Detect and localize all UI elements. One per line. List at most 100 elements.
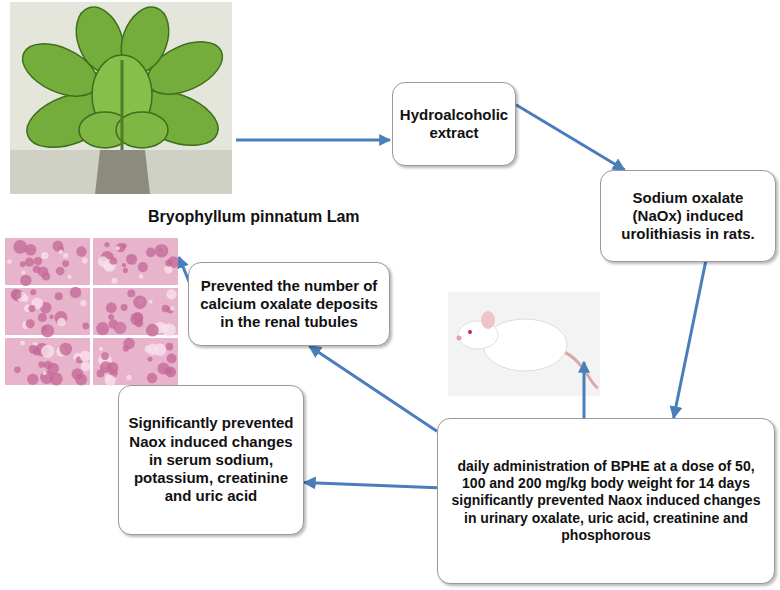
tissue-cell — [116, 246, 120, 250]
tissue-cell — [7, 259, 12, 264]
tissue-cell — [71, 368, 83, 380]
tissue-cell — [115, 322, 126, 333]
tissue-cell — [166, 343, 174, 351]
tissue-cell — [98, 256, 109, 267]
tissue-cell — [105, 375, 116, 386]
tissue-cell — [148, 357, 153, 362]
tissue-cell — [127, 289, 135, 297]
flow-arrow — [674, 262, 706, 418]
flow-arrow — [309, 346, 437, 431]
tissue-cell — [41, 252, 48, 259]
tissue-cell — [123, 338, 135, 350]
tissue-cell — [80, 350, 91, 361]
tissue-cell — [126, 254, 137, 265]
tissue-cell — [110, 257, 118, 265]
histology-panel — [5, 238, 90, 286]
tissue-cell — [149, 300, 153, 304]
tissue-cell — [122, 263, 126, 267]
tissue-cell — [22, 295, 28, 301]
tissue-cell — [104, 242, 109, 247]
flow-arrow — [516, 105, 625, 170]
rat-photo — [448, 292, 600, 396]
tissue-cell — [20, 261, 26, 267]
tissue-cell — [28, 305, 35, 312]
tissue-cell — [33, 348, 41, 356]
tissue-cell — [20, 275, 31, 286]
box-text: Hydroalcoholic extract — [400, 106, 508, 143]
tissue-cell — [108, 314, 114, 320]
plant-caption: Bryophyllum pinnatum Lam — [148, 208, 360, 226]
tissue-cell — [41, 324, 54, 337]
tissue-cell — [57, 318, 66, 327]
histology-panel — [93, 238, 179, 285]
tissue-cell — [147, 373, 157, 383]
tissue-cell — [138, 262, 148, 272]
histology-panels — [3, 236, 180, 386]
tissue-cell — [27, 374, 38, 385]
tissue-cell — [62, 260, 69, 267]
tissue-cell — [114, 322, 126, 334]
tissue-cell — [167, 353, 177, 363]
tissue-cell — [70, 287, 81, 298]
tissue-cell — [157, 363, 169, 375]
tissue-cell — [20, 341, 25, 346]
plant-photo — [10, 1, 232, 194]
tissue-cell — [81, 361, 91, 371]
process-box: daily administration of BPHE at a dose o… — [437, 418, 775, 584]
rat-arrow — [583, 362, 586, 418]
tissue-cell — [44, 361, 53, 370]
tissue-cell — [38, 313, 47, 322]
tissue-cell — [123, 268, 128, 273]
tissue-cell — [154, 344, 166, 356]
tissue-cell — [25, 258, 34, 267]
tissue-cell — [76, 246, 86, 256]
tissue-cell — [166, 289, 176, 299]
box-text: daily administration of BPHE at a dose o… — [446, 458, 766, 543]
process-box: Prevented the number of calcium oxalate … — [188, 262, 390, 346]
tissue-cell — [99, 347, 103, 351]
tissue-cell — [56, 267, 65, 276]
tissue-cell — [121, 304, 128, 311]
tissue-cell — [55, 292, 63, 300]
tissue-cell — [42, 272, 50, 280]
tissue-cell — [146, 247, 156, 257]
tissue-cell — [25, 244, 37, 256]
tissue-cell — [14, 367, 21, 374]
tissue-cell — [80, 300, 86, 306]
flow-arrow — [304, 483, 437, 488]
tissue-cell — [41, 345, 54, 358]
box-text: Prevented the number of calcium oxalate … — [197, 277, 381, 332]
tissue-cell — [42, 326, 47, 331]
tissue-cell — [67, 275, 71, 279]
tissue-cell — [135, 319, 144, 328]
histology-panel — [93, 288, 178, 337]
tissue-cell — [170, 306, 175, 311]
tissue-cell — [26, 319, 35, 328]
tissue-cell — [82, 257, 88, 263]
tissue-cell — [111, 278, 117, 284]
tissue-cell — [30, 289, 36, 295]
plant-arrow — [236, 139, 390, 142]
tissue-cell — [42, 371, 46, 375]
tissue-cell — [82, 323, 89, 330]
tissue-cell — [13, 240, 27, 254]
tissue-cell — [63, 253, 68, 258]
tissue-cell — [11, 289, 22, 300]
tissue-cell — [139, 274, 143, 278]
tissue-cell — [133, 295, 147, 309]
tissue-cell — [106, 302, 117, 313]
tissue-cell — [49, 314, 54, 319]
tissue-cell — [105, 374, 112, 381]
histology-panel — [5, 338, 91, 385]
tissue-cell — [59, 343, 72, 356]
tissue-cell — [34, 257, 42, 265]
layout-arrows — [179, 140, 584, 418]
tissue-cell — [155, 244, 169, 258]
tissue-cell — [59, 249, 64, 254]
process-box: Sodium oxalate (NaOx) induced urolithias… — [600, 170, 776, 262]
box-text: Significantly prevented Naox induced cha… — [127, 414, 295, 505]
histology-panel — [5, 287, 90, 338]
tissue-cell — [163, 323, 176, 336]
process-box: Hydroalcoholic extract — [392, 82, 516, 166]
